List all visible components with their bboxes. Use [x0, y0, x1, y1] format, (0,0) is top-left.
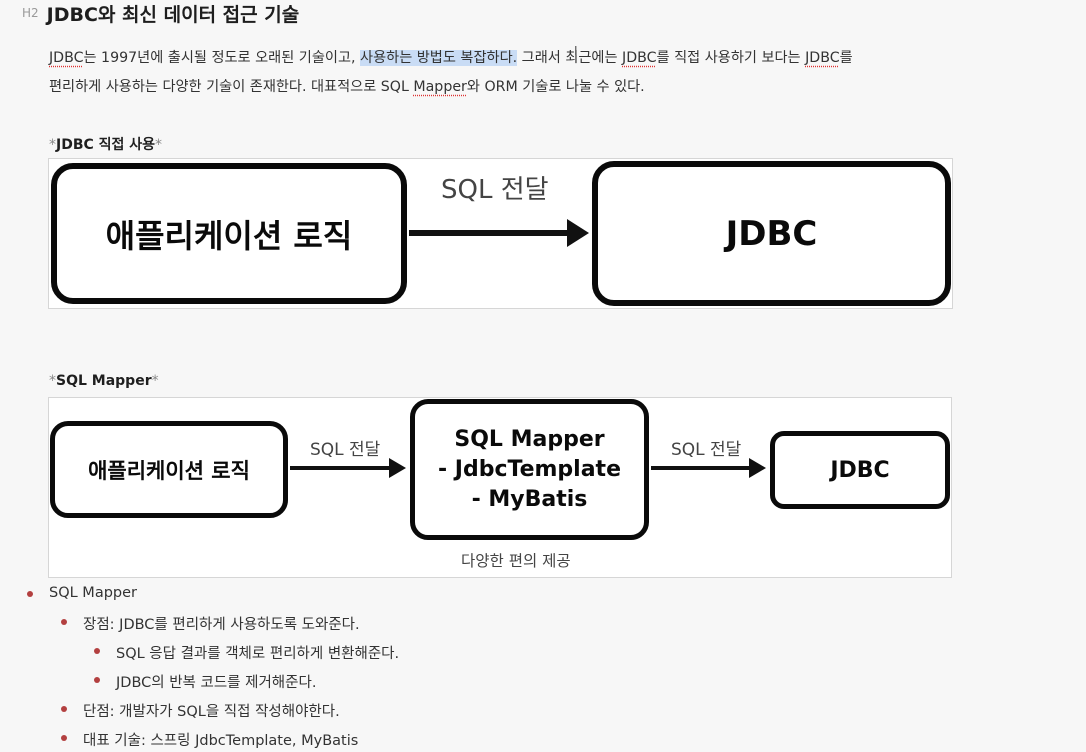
paragraph-line-1: JDBC는 1997년에 출시될 정도로 오래된 기술이고, 사용하는 방법도 …	[49, 44, 979, 73]
list-item-text: SQL 응답 결과를 객체로 편리하게 변환해준다.	[116, 646, 400, 662]
list-item-text: 장점: JDBC를 편리하게 사용하도록 도와준다.	[83, 617, 360, 633]
sql-mapper-item: - MyBatis	[471, 486, 588, 512]
list-item[interactable]: 장점: JDBC를 편리하게 사용하도록 도와준다.	[61, 613, 360, 634]
spellcheck-word: Mapper	[413, 79, 467, 95]
paragraph-text: 는 1997년에 출시될 정도로 오래된 기술이고,	[83, 50, 361, 66]
arrow-label: SQL 전달	[310, 440, 381, 460]
list-item-text: 단점: 개발자가 SQL을 직접 작성해야한다.	[83, 704, 340, 720]
jdbc-box: JDBC	[592, 161, 951, 306]
bullet-dot-icon	[61, 706, 67, 712]
jdbc-label: JDBC	[725, 213, 818, 254]
bullet-dot-icon	[94, 648, 100, 654]
list-item-text: JDBC의 반복 코드를 제거해준다.	[116, 675, 317, 691]
list-item[interactable]: 단점: 개발자가 SQL을 직접 작성해야한다.	[61, 700, 340, 721]
diagram-caption: 다양한 편의 제공	[461, 552, 571, 570]
arrow-line	[651, 466, 751, 470]
bullet-dot-icon	[61, 619, 67, 625]
page-title[interactable]: JDBC와 최신 데이터 접근 기술	[46, 3, 300, 26]
list-item[interactable]: JDBC의 반복 코드를 제거해준다.	[94, 671, 317, 692]
app-logic-box: 애플리케이션 로직	[51, 163, 407, 304]
arrow-label: SQL 전달	[441, 175, 549, 205]
list-item-text: SQL Mapper	[49, 585, 137, 601]
intro-paragraph[interactable]: JDBC는 1997년에 출시될 정도로 오래된 기술이고, 사용하는 방법도 …	[49, 44, 979, 102]
heading-row: H2 JDBC와 최신 데이터 접근 기술	[22, 0, 299, 26]
section-label-jdbc-direct: *JDBC 직접 사용*	[49, 134, 162, 154]
paragraph-text: 를	[839, 50, 853, 66]
diagram-sql-mapper[interactable]: 애플리케이션 로직 SQL 전달 SQL Mapper - JdbcTempla…	[48, 397, 952, 578]
emphasis-marker: *	[49, 373, 56, 389]
jdbc-box: JDBC	[770, 431, 950, 509]
spellcheck-word: JDBC	[622, 50, 657, 66]
sql-mapper-title: SQL Mapper	[454, 426, 605, 452]
list-item[interactable]: 대표 기술: 스프링 JdbcTemplate, MyBatis	[61, 729, 359, 750]
paragraph-text: 와 ORM 기술로 나눌 수 있다.	[466, 79, 645, 95]
arrow-line	[409, 230, 569, 236]
sql-mapper-box: SQL Mapper - JdbcTemplate - MyBatis	[410, 399, 649, 540]
diagram-jdbc-direct[interactable]: 애플리케이션 로직 SQL 전달 JDBC	[48, 158, 953, 309]
emphasis-marker: *	[49, 137, 56, 153]
arrow-line	[290, 466, 390, 470]
list-item[interactable]: SQL Mapper	[27, 585, 137, 601]
spellcheck-word: JDBC	[805, 50, 840, 66]
section-label-sql-mapper: *SQL Mapper*	[49, 373, 159, 389]
bullet-dot-icon	[94, 677, 100, 683]
list-item-text: 대표 기술: 스프링 JdbcTemplate, MyBatis	[83, 733, 359, 749]
spellcheck-word: JDBC	[49, 50, 84, 66]
sql-mapper-item: - JdbcTemplate	[437, 456, 621, 482]
arrow-label: SQL 전달	[671, 440, 742, 460]
emphasis-marker: *	[155, 137, 163, 153]
section-label-text: SQL Mapper	[56, 373, 152, 389]
arrow-head-icon	[389, 458, 406, 478]
selected-text: 사용하는 방법도 복잡하다.	[360, 50, 518, 66]
paragraph-line-2: 편리하게 사용하는 다양한 기술이 존재한다. 대표적으로 SQL Mapper…	[49, 73, 979, 102]
arrow-head-icon	[567, 219, 589, 247]
jdbc-label: JDBC	[830, 457, 890, 483]
app-logic-label: 애플리케이션 로직	[105, 216, 353, 255]
bullet-dot-icon	[27, 591, 33, 597]
app-logic-label: 애플리케이션 로직	[88, 458, 250, 483]
emphasis-marker: *	[151, 373, 159, 389]
text-cursor-icon: I	[574, 44, 578, 58]
arrow-head-icon	[749, 458, 766, 478]
list-item[interactable]: SQL 응답 결과를 객체로 편리하게 변환해준다.	[94, 642, 400, 663]
heading-level-marker: H2	[22, 6, 39, 20]
paragraph-text: 그래서 최근에는	[517, 50, 623, 66]
paragraph-text: 를 직접 사용하기 보다는	[656, 50, 806, 66]
bullet-dot-icon	[61, 735, 67, 741]
app-logic-box: 애플리케이션 로직	[50, 421, 288, 518]
paragraph-text: 편리하게 사용하는 다양한 기술이 존재한다. 대표적으로 SQL	[49, 79, 414, 95]
section-label-text: JDBC 직접 사용	[56, 137, 156, 153]
